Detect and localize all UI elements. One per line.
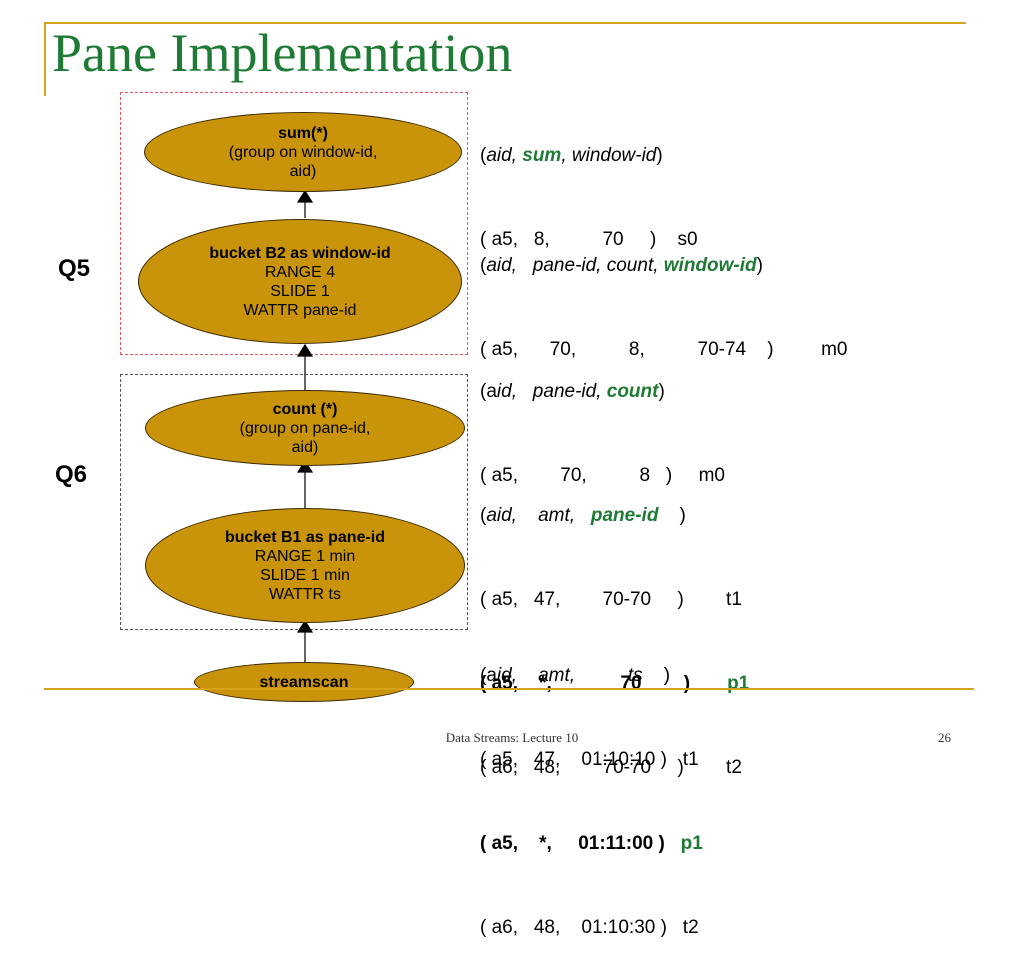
bucket-b1-node: bucket B1 as pane-id RANGE 1 min SLIDE 1… [145, 508, 465, 623]
sum-node-title: sum(*) [278, 124, 328, 142]
count-node-line: (group on pane-id, [239, 419, 371, 437]
table-count: (aid, pane-id, count) ( a5, 70, 8 ) m0 [480, 322, 725, 518]
table-row: ( a5, 70, 8 ) m0 [480, 465, 725, 486]
table-row: ( a5, 70, 8, 70-74 ) m0 [480, 339, 848, 360]
bucket-b2-title: bucket B2 as window-id [209, 244, 391, 262]
table-row: ( a5, 47, 70-70 ) t1 [480, 589, 742, 610]
page-number: 26 [938, 730, 951, 745]
bucket-b1-title: bucket B1 as pane-id [224, 528, 386, 546]
table-window: (aid, pane-id, count, window-id) ( a5, 7… [480, 196, 847, 392]
table-row: ( a6, 48, 01:10:30 ) t2 [480, 917, 699, 938]
bucket-b2-line: RANGE 4 [264, 263, 336, 281]
table-header: (aid, sum, window-id) [480, 145, 663, 166]
bucket-b2-node: bucket B2 as window-id RANGE 4 SLIDE 1 W… [138, 219, 462, 344]
table-header: (aid, amt, pane-id ) [480, 505, 686, 526]
table-row-highlight: ( a5, *, 01:11:00 ) p1 [480, 833, 703, 854]
table-row: ( a5, 47, 01:10:10 ) t1 [480, 749, 699, 770]
bottom-rule [44, 688, 974, 690]
count-node-line: aid) [291, 438, 319, 456]
slide-title: Pane Implementation [52, 23, 513, 83]
count-node-title: count (*) [272, 400, 338, 418]
bucket-b2-line: SLIDE 1 [270, 282, 330, 300]
table-header: (aid, pane-id, count, window-id) [480, 255, 763, 276]
count-node: count (*) (group on pane-id, aid) [145, 390, 465, 466]
streamscan-node: streamscan [194, 662, 414, 702]
bucket-b1-line: SLIDE 1 min [260, 566, 350, 584]
bucket-b1-line: WATTR ts [269, 585, 341, 603]
q5-label: Q5 [58, 255, 91, 282]
q6-label: Q6 [55, 461, 88, 488]
top-rule [44, 22, 966, 24]
connector-arrows [296, 189, 314, 663]
table-header: (aid, amt, ts ) [480, 665, 671, 686]
streamscan-title: streamscan [259, 673, 349, 691]
table-sum: (aid, sum, window-id) ( a5, 8, 70 ) s0 [480, 86, 698, 282]
table-header: (aid, pane-id, count) [480, 381, 665, 402]
sum-node: sum(*) (group on window-id, aid) [144, 112, 462, 192]
q5-box [120, 92, 468, 355]
sum-node-line: (group on window-id, [228, 143, 378, 161]
footer-text: Data Streams: Lecture 10 [445, 730, 579, 745]
title-rule [44, 22, 46, 96]
table-row: ( a5, 8, 70 ) s0 [480, 229, 698, 250]
bucket-b2-line: WATTR pane-id [243, 301, 357, 319]
q6-box [120, 374, 468, 630]
table-stream: (aid, amt, ts ) ( a5, 47, 01:10:10 ) t1 … [480, 606, 703, 970]
sum-node-line: aid) [289, 162, 317, 180]
bucket-b1-line: RANGE 1 min [254, 547, 356, 565]
